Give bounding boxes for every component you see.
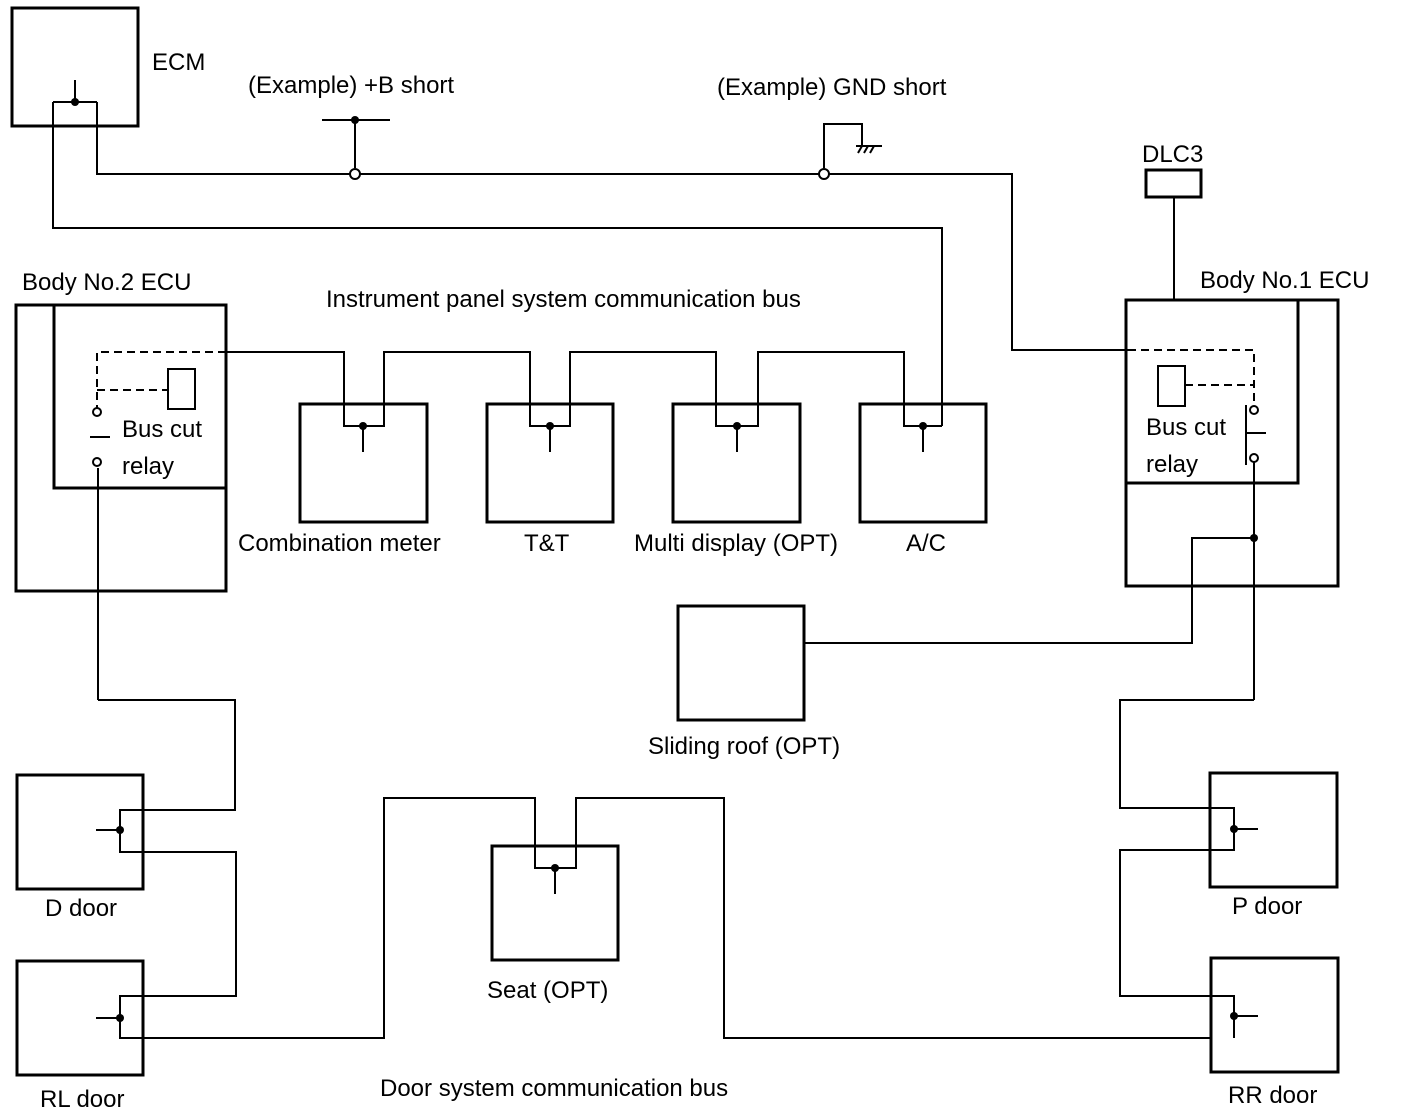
rl-door-box	[15, 959, 145, 1077]
body1-ecu-outer	[1124, 298, 1340, 588]
rl-door-label: RL door	[40, 1086, 125, 1113]
bus-cut-relay-left-line1: Bus cut	[122, 416, 202, 443]
ecm-box	[10, 6, 140, 128]
multi-display-box	[671, 402, 802, 524]
short-b-label: (Example) +B short	[248, 72, 454, 99]
d-door-box	[15, 773, 145, 891]
bus-cut-relay-right-line2: relay	[1146, 451, 1198, 478]
p-door-box	[1208, 771, 1339, 889]
ac-box	[858, 402, 988, 524]
dlc3-box	[1144, 168, 1203, 199]
bus-cut-relay-left-line2: relay	[122, 453, 174, 480]
ip-bus-label: Instrument panel system communication bu…	[326, 286, 801, 313]
short-gnd-label: (Example) GND short	[717, 74, 947, 101]
p-door-label: P door	[1232, 893, 1302, 920]
ac-label: A/C	[906, 530, 946, 557]
ip-bus-line	[226, 351, 942, 427]
seat-box	[490, 844, 620, 962]
body2-ecu-outer	[14, 303, 228, 593]
multi-display-label: Multi display (OPT)	[634, 530, 838, 557]
body2-ecu-label: Body No.2 ECU	[22, 269, 191, 296]
rr-door-box	[1209, 956, 1340, 1074]
ecm-bus-upper	[96, 102, 1128, 351]
tt-box	[485, 402, 615, 524]
body1-relay-coil	[1157, 365, 1186, 407]
ecm-label: ECM	[152, 49, 205, 76]
body2-relay-coil	[167, 368, 196, 410]
body1-ecu-inner	[1124, 298, 1300, 485]
combination-meter-label: Combination meter	[238, 530, 441, 557]
body2-ecu-inner	[52, 303, 228, 490]
seat-label: Seat (OPT)	[487, 977, 608, 1004]
door-bus-label: Door system communication bus	[380, 1075, 728, 1102]
sliding-roof-label: Sliding roof (OPT)	[648, 733, 840, 760]
ecm-bus-lower	[52, 102, 943, 426]
combination-meter-box	[298, 402, 429, 524]
body1-ecu-label: Body No.1 ECU	[1200, 267, 1369, 294]
sliding-roof-box	[676, 604, 806, 722]
d-door-label: D door	[45, 895, 117, 922]
rr-door-label: RR door	[1228, 1082, 1317, 1109]
bus-cut-relay-right-line1: Bus cut	[1146, 414, 1226, 441]
tt-label: T&T	[524, 530, 570, 557]
dlc3-label: DLC3	[1142, 141, 1203, 168]
